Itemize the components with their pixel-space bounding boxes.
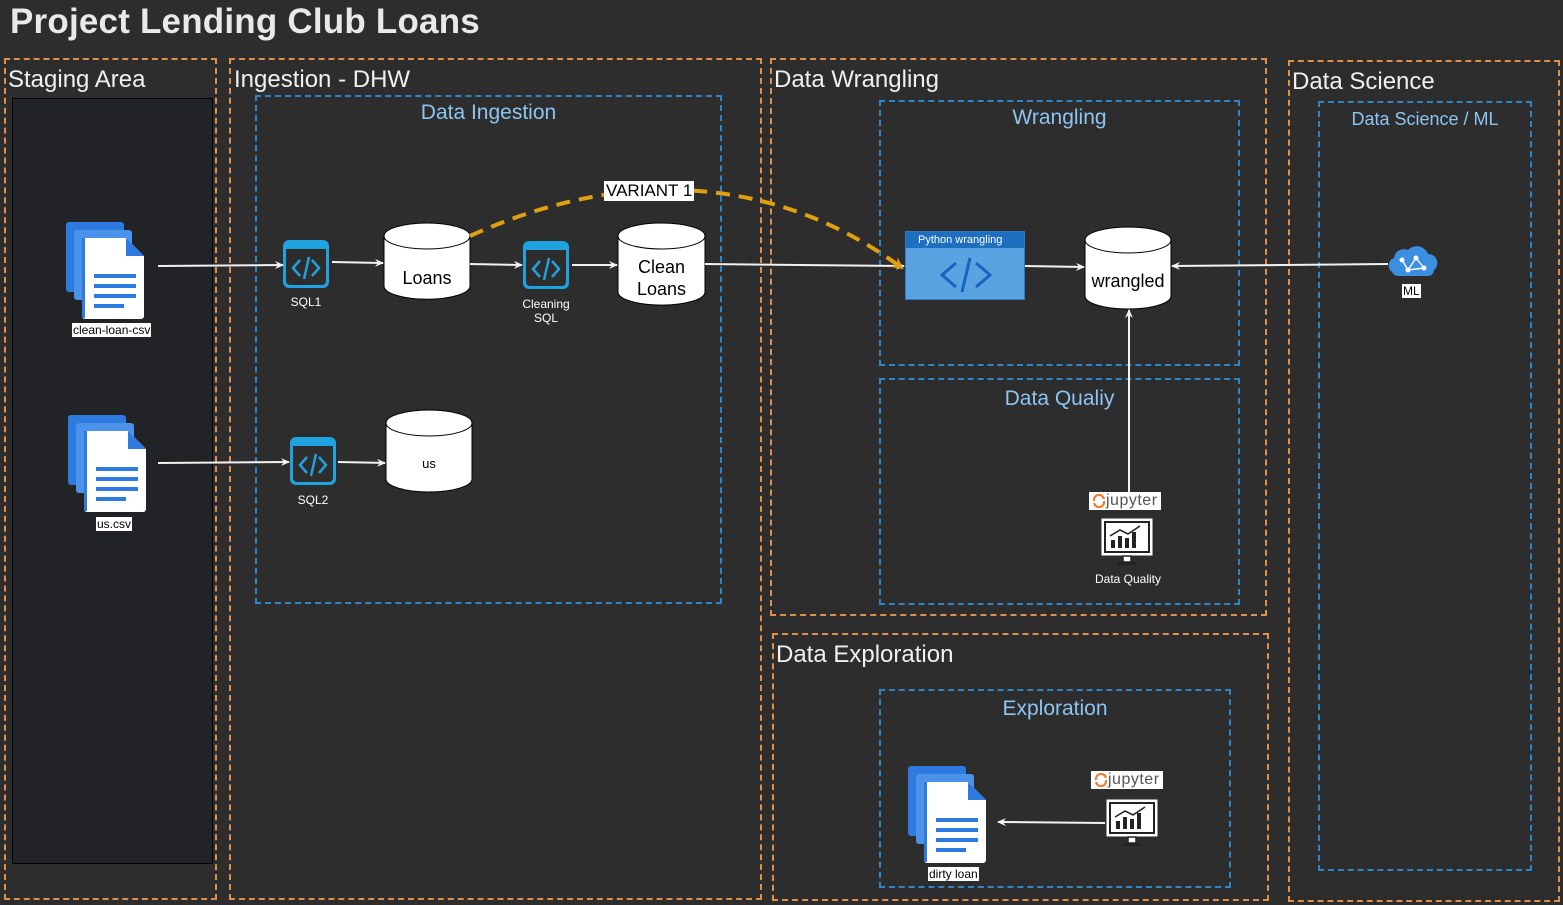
us-csv-label: us.csv [96, 517, 133, 531]
subzone-wrangling-label: Wrangling [1012, 106, 1107, 129]
clean-loan-csv-label: clean-loan-csv [72, 323, 152, 337]
ml-label: ML [1402, 284, 1421, 298]
arrow-uscsv-to-sql2 [157, 458, 290, 467]
subzone-data-quality [879, 378, 1240, 605]
arrow-python-to-wrangled [1024, 262, 1085, 271]
arrow-csv-to-sql1 [157, 261, 284, 270]
jupyter-logo-exploration: jupyter [1091, 771, 1163, 789]
python-code-icon [939, 257, 993, 293]
zone-science [1288, 60, 1560, 902]
sql1-label: SQL1 [290, 295, 322, 309]
dirty-loan-icon [908, 766, 986, 863]
loans-database-icon [383, 222, 471, 300]
python-wrangling-label: Python wrangling [906, 232, 1024, 248]
data-quality-monitor-icon [1100, 517, 1154, 566]
subzone-exploration-label: Exploration [1002, 697, 1108, 720]
zone-staging [4, 58, 217, 900]
us-db-label: us [422, 456, 436, 471]
subzone-wrangling [879, 100, 1240, 366]
clean-loans-database-icon [617, 222, 706, 306]
arrow-ml-to-wrangled [1171, 261, 1389, 270]
ml-brain-icon [1388, 246, 1438, 276]
zone-wrangling [770, 58, 1267, 616]
zone-ingestion-label: Ingestion - DHW [234, 66, 411, 93]
us-database-icon [385, 409, 473, 493]
subzone-data-ingestion [255, 95, 722, 604]
arrow-loans-to-cleaning [469, 260, 523, 269]
arrow-sql2-to-us [337, 458, 386, 467]
cleaning-sql-label-line2: SQL [533, 311, 558, 325]
jupyter-text-quality: jupyter [1106, 492, 1158, 509]
subzone-data-quality-label: Data Qualiy [1004, 387, 1115, 410]
jupyter-logo-quality: jupyter [1089, 492, 1161, 510]
cleaning-sql-code-icon [521, 239, 571, 291]
clean-loans-db-label-line2: Loans [636, 279, 687, 299]
page-title: Project Lending Club Loans [10, 2, 480, 41]
python-wrangling-box: Python wrangling [905, 231, 1025, 300]
dirty-loan-label: dirty loan [928, 867, 979, 881]
jupyter-icon [1092, 494, 1106, 508]
loans-db-label: Loans [402, 268, 452, 288]
jupyter-text-exploration: jupyter [1108, 771, 1160, 788]
clean-loan-csv-icon [66, 222, 144, 319]
wrangled-database-icon [1084, 226, 1172, 310]
subzone-ds-ml [1318, 101, 1532, 871]
zone-exploration [772, 633, 1269, 901]
exploration-monitor-icon [1105, 798, 1159, 847]
us-csv-icon [68, 415, 146, 512]
clean-loans-db-label-line1: Clean [637, 257, 686, 277]
data-quality-label: Data Quality [1094, 572, 1162, 586]
sql2-code-icon [288, 435, 338, 487]
sql1-code-icon [281, 238, 331, 290]
zone-wrangling-label: Data Wrangling [774, 66, 939, 93]
subzone-ds-ml-label: Data Science / ML [1351, 109, 1499, 129]
zone-science-label: Data Science [1292, 68, 1435, 95]
arrow-exploration-to-dirtyloan [997, 818, 1106, 827]
arrow-cleanloans-to-python [704, 261, 905, 270]
subzone-data-ingestion-label: Data Ingestion [420, 101, 557, 124]
jupyter-icon [1094, 773, 1108, 787]
zone-staging-label: Staging Area [8, 66, 146, 93]
wrangled-db-label: wrangled [1091, 271, 1165, 291]
subzone-exploration [879, 689, 1231, 888]
sql2-label: SQL2 [297, 493, 329, 507]
arrow-sql1-to-loans [331, 258, 384, 267]
zone-exploration-label: Data Exploration [776, 641, 954, 668]
cleaning-sql-label-line1: Cleaning [522, 297, 570, 311]
zone-ingestion [229, 58, 762, 900]
variant-label: VARIANT 1 [604, 181, 695, 201]
